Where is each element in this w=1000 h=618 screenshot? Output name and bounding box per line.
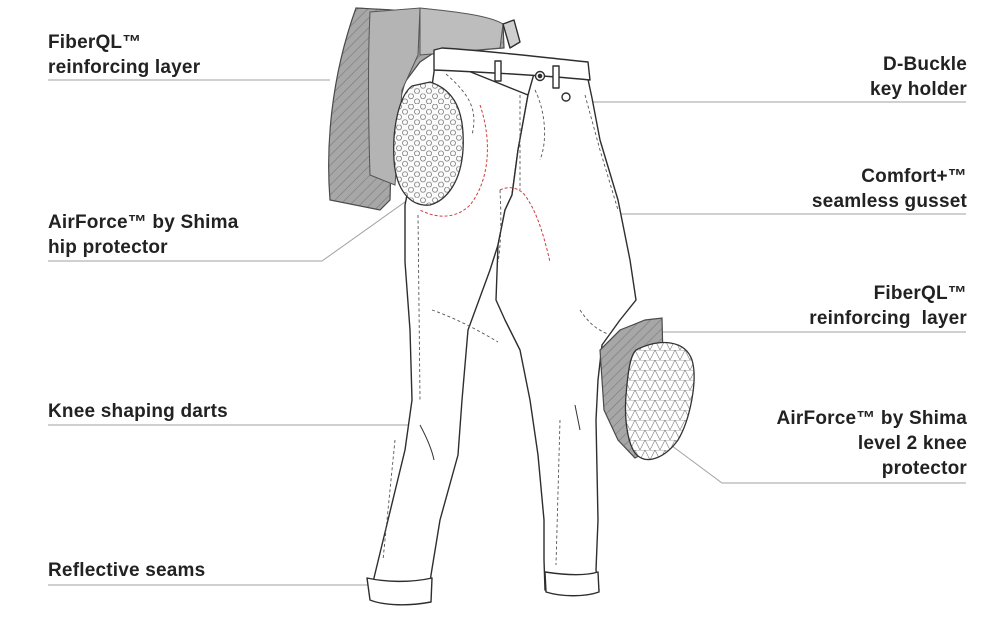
callout-line: level 2 knee (857, 433, 967, 454)
callout-knee-darts: Knee shaping darts (48, 399, 228, 424)
callout-airforce-hip: AirForce™ by Shima hip protector (48, 210, 238, 260)
callout-line: D-Buckle (883, 54, 967, 75)
leader-airforce-knee (659, 436, 966, 484)
callout-d-buckle: D-Buckle key holder (870, 52, 967, 102)
callout-reflective-seams: Reflective seams (48, 558, 205, 583)
hip-protector-pad (393, 81, 464, 206)
callout-fiberql-top: FiberQL™ reinforcing layer (48, 30, 200, 80)
callout-line: Comfort+™ (861, 166, 967, 187)
knee-protector-pad (624, 341, 695, 461)
callout-fiberql-knee: FiberQL™ reinforcing layer (809, 281, 967, 331)
callout-line: Knee shaping darts (48, 401, 228, 422)
callout-airforce-knee: AirForce™ by Shima level 2 knee protecto… (777, 406, 967, 481)
callout-line: FiberQL™ (873, 283, 967, 304)
gusset-seams (419, 104, 551, 263)
leader-lines (48, 79, 966, 586)
callout-line: seamless gusset (811, 191, 967, 212)
callout-line: FiberQL™ (48, 32, 142, 53)
callout-line: AirForce™ by Shima (48, 212, 239, 233)
callout-line: protector (881, 458, 967, 479)
callout-line: reinforcing layer (48, 57, 201, 78)
stitching (382, 73, 619, 566)
leader-airforce-hip (48, 196, 413, 262)
callout-line: hip protector (48, 237, 168, 258)
callout-line: reinforcing layer (809, 308, 967, 329)
callout-line: Reflective seams (48, 560, 206, 581)
knee-darts (419, 404, 581, 461)
callout-line: AirForce™ by Shima (776, 408, 967, 429)
callout-gusset: Comfort+™ seamless gusset (812, 164, 967, 214)
callout-line: key holder (869, 79, 967, 100)
